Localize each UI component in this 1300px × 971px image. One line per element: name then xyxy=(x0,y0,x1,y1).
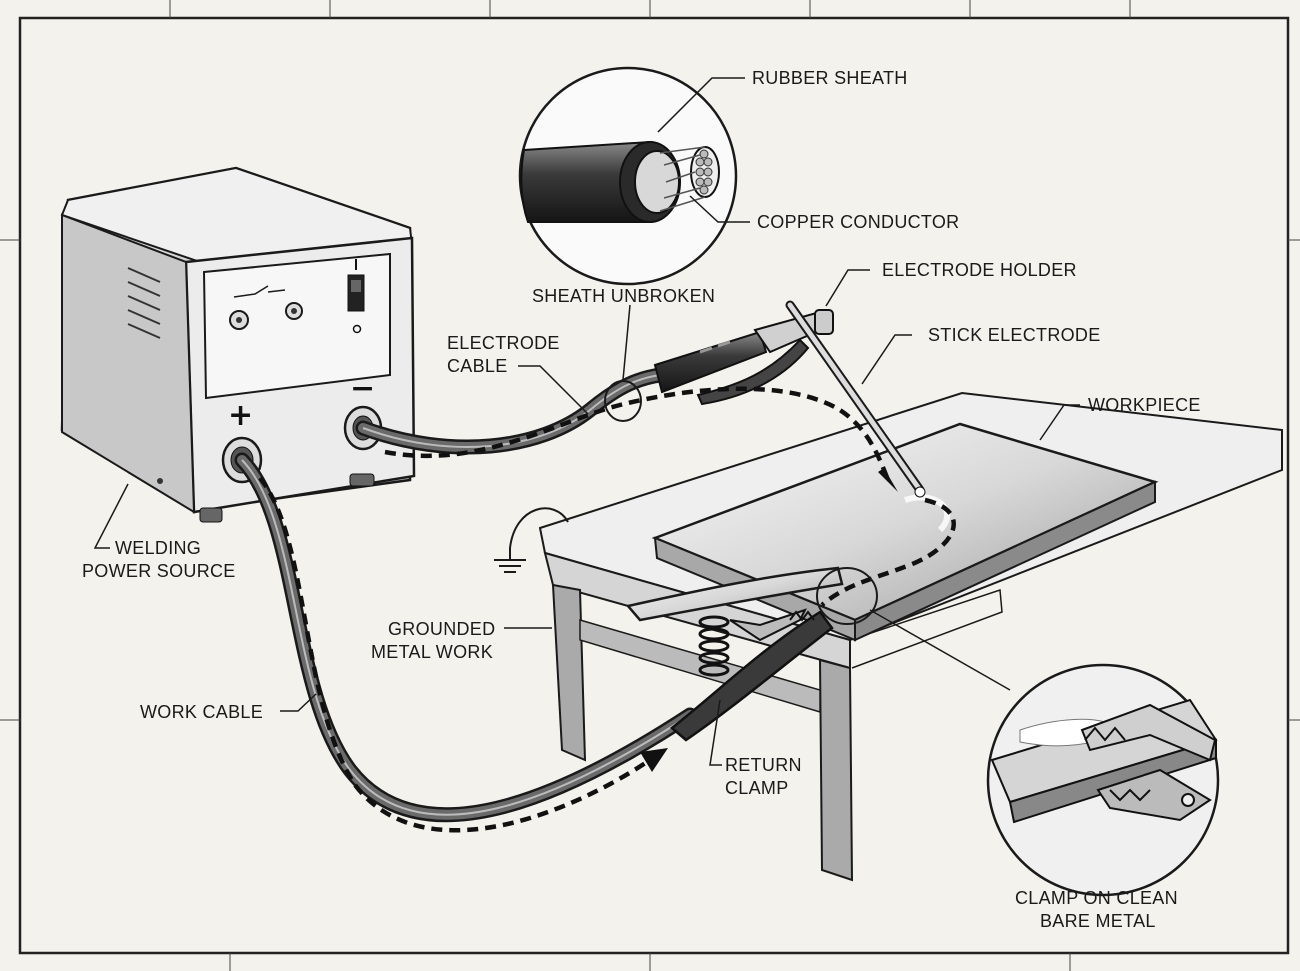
negative-symbol: − xyxy=(350,371,375,406)
stick-electrode xyxy=(785,300,926,498)
label-electrode-holder: ELECTRODE HOLDER xyxy=(882,260,1077,280)
label-grounded-metal-work-line1: GROUNDED xyxy=(388,619,495,639)
label-work-cable: WORK CABLE xyxy=(140,702,263,722)
work-cable-highlight xyxy=(241,459,691,816)
label-sheath-unbroken: SHEATH UNBROKEN xyxy=(532,286,715,306)
clamp-contact-ring xyxy=(816,567,878,625)
current-arrow-electrode xyxy=(878,468,898,492)
welding-power-source xyxy=(60,166,416,523)
label-stick-electrode: STICK ELECTRODE xyxy=(928,325,1101,345)
label-welding-power-source-line2: POWER SOURCE xyxy=(82,561,236,581)
return-clamp xyxy=(625,566,844,742)
sheath-check-ring xyxy=(604,380,642,422)
clamp-detail-inset xyxy=(986,663,1220,897)
label-workpiece: WORKPIECE xyxy=(1088,395,1201,415)
label-return-clamp-line1: RETURN xyxy=(725,755,802,775)
cable-cross-section-inset xyxy=(518,66,738,286)
current-path-workpiece xyxy=(820,497,956,607)
label-clamp-clean-line2: BARE METAL xyxy=(1040,911,1156,931)
label-grounded-metal-work-line2: METAL WORK xyxy=(371,642,493,662)
current-path-electrode xyxy=(384,386,891,481)
label-copper-conductor: COPPER CONDUCTOR xyxy=(757,212,959,232)
ground-symbol-icon xyxy=(494,507,569,573)
positive-symbol: + xyxy=(228,398,253,433)
label-clamp-clean-line1: CLAMP ON CLEAN xyxy=(1015,888,1178,908)
label-electrode-cable-line2: CABLE xyxy=(447,356,508,376)
leader-lines xyxy=(93,77,1080,766)
detail-leader-clamp xyxy=(869,609,1011,691)
current-path-work-cable xyxy=(258,476,652,833)
label-return-clamp-line2: CLAMP xyxy=(725,778,789,798)
current-arrow-work-cable xyxy=(640,748,668,772)
label-electrode-cable-line1: ELECTRODE xyxy=(447,333,560,353)
label-rubber-sheath: RUBBER SHEATH xyxy=(752,68,908,88)
label-welding-power-source-line1: WELDING xyxy=(115,538,201,558)
